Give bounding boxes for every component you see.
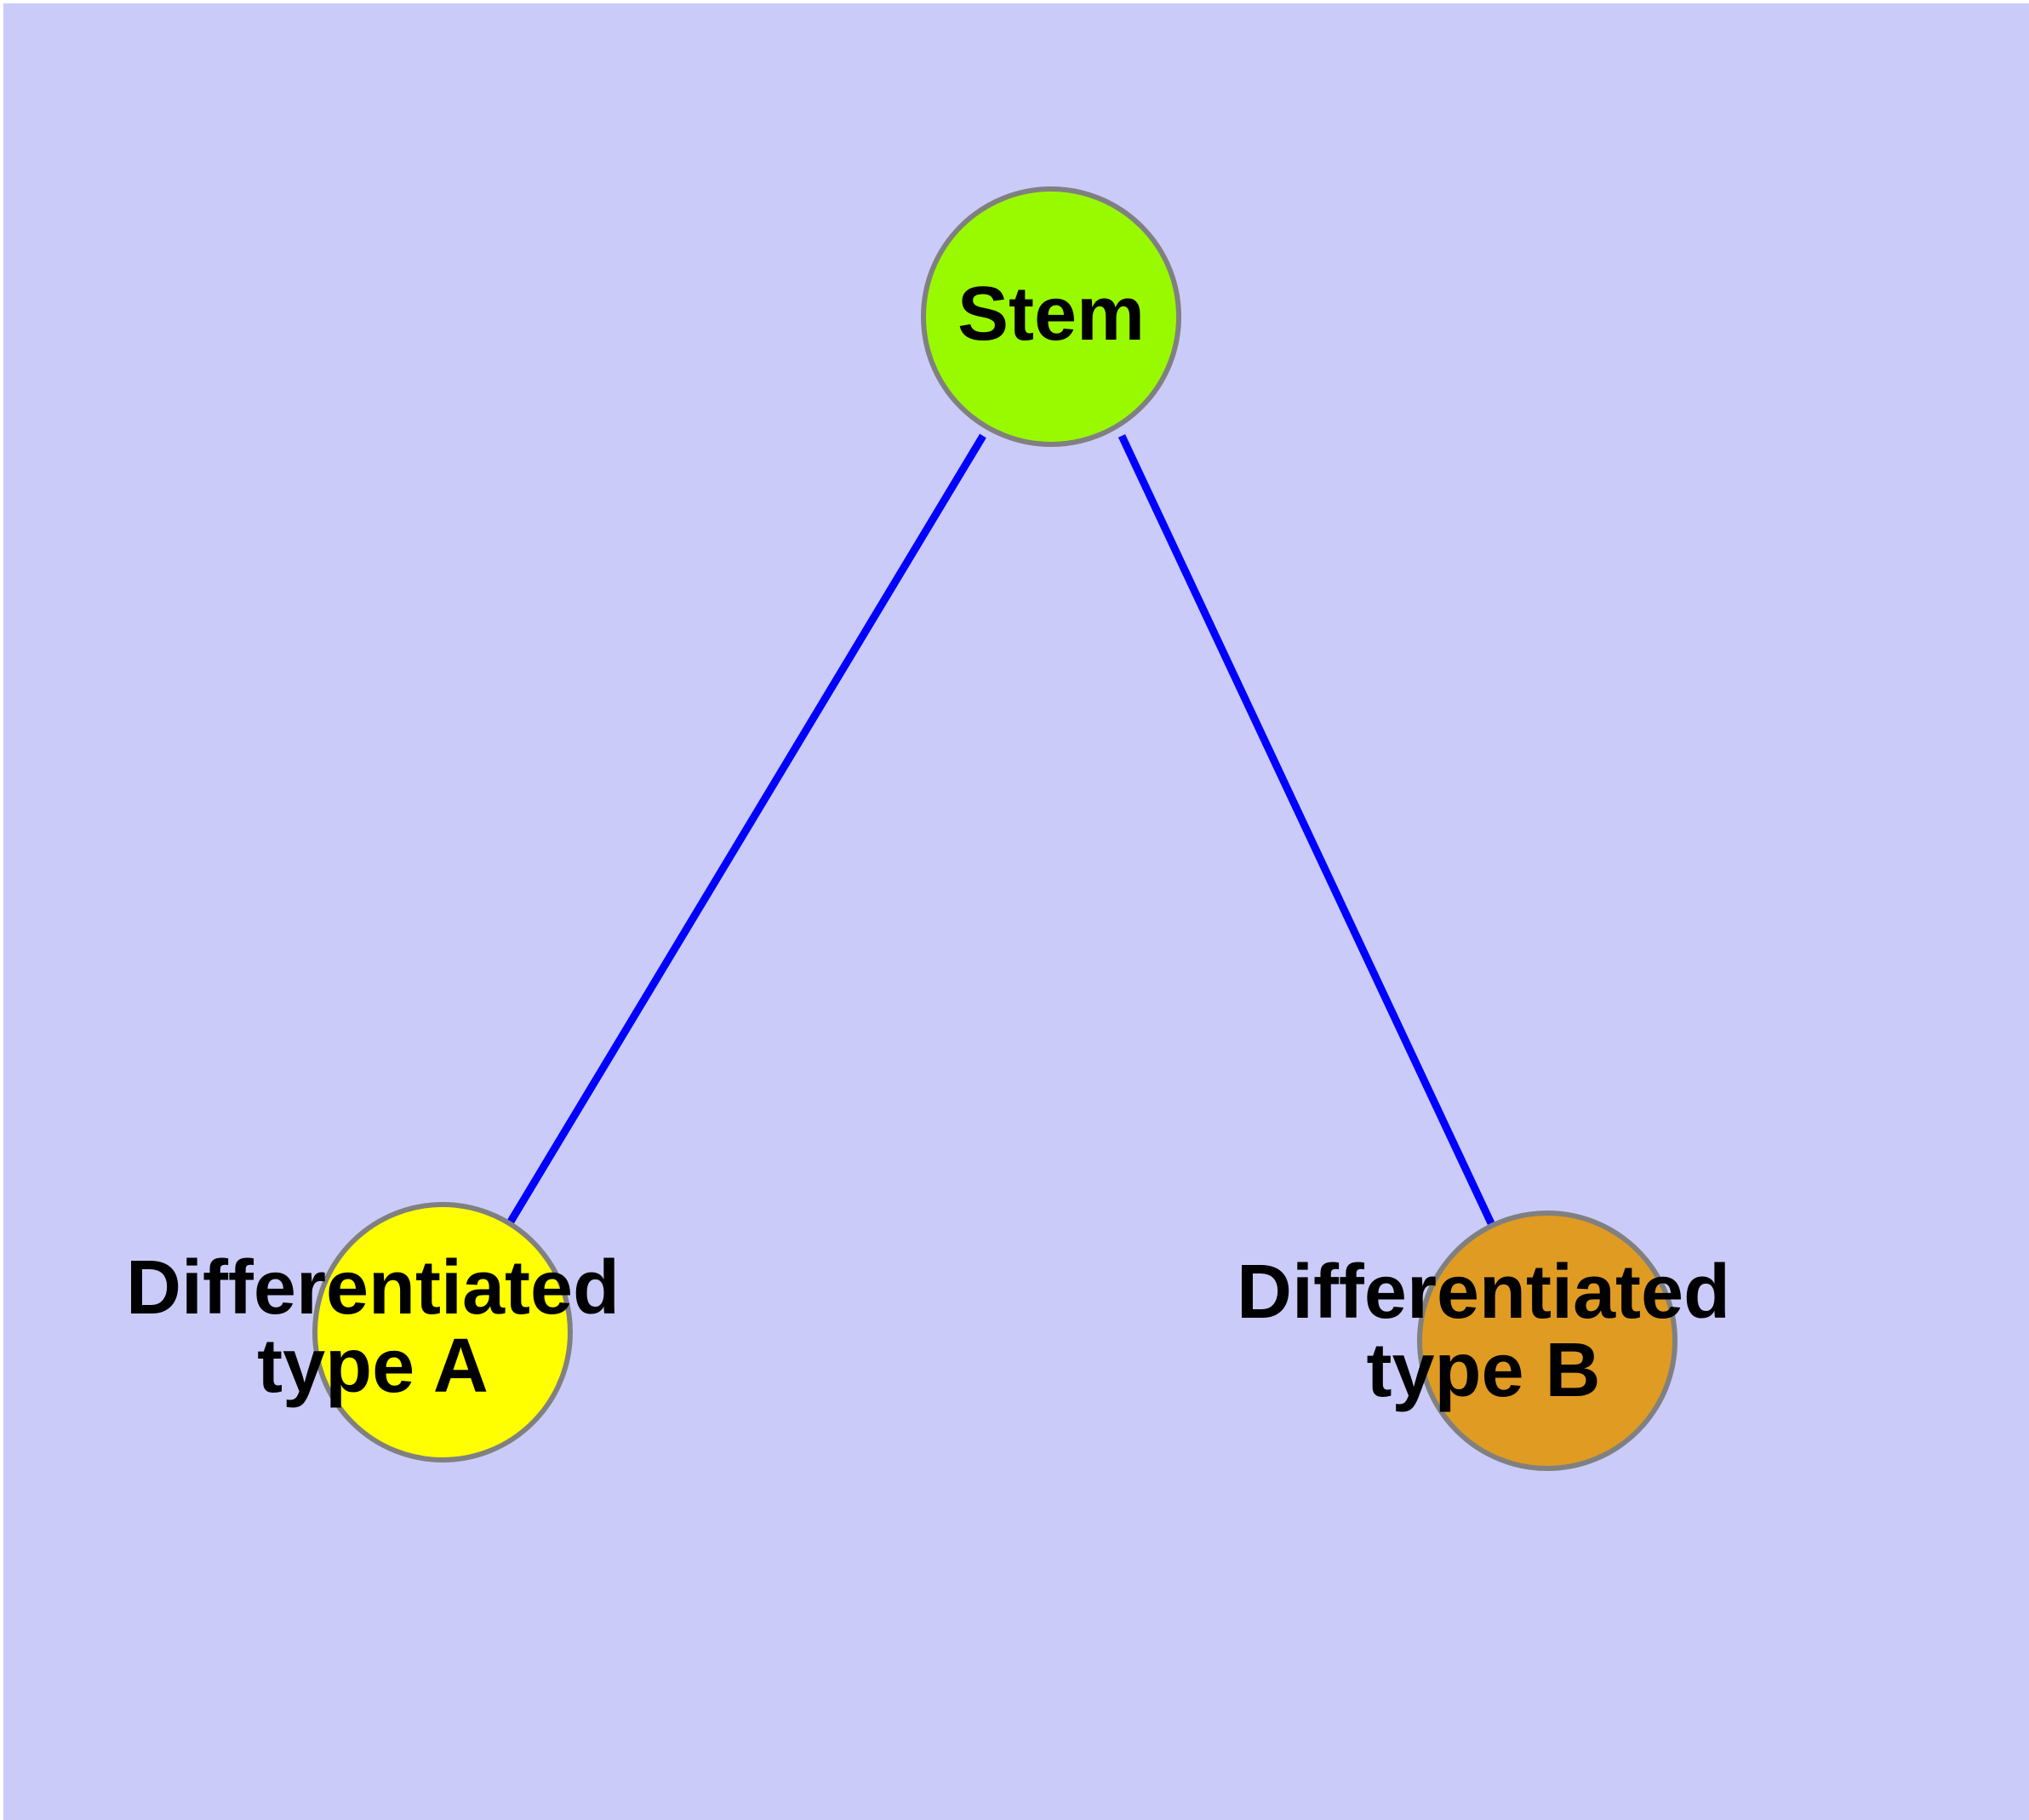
edge-layer (507, 433, 1495, 1225)
edge-stem-to-differentiated-type-b[interactable] (1117, 434, 1495, 1225)
edge-stem-to-differentiated-type-a[interactable] (507, 433, 986, 1224)
node-differentiated-type-a[interactable] (312, 1202, 573, 1462)
node-layer (312, 186, 1677, 1471)
node-stem[interactable] (921, 186, 1181, 447)
node-label-stem: Stem (957, 272, 1145, 357)
node-differentiated-type-b[interactable] (1417, 1210, 1677, 1471)
